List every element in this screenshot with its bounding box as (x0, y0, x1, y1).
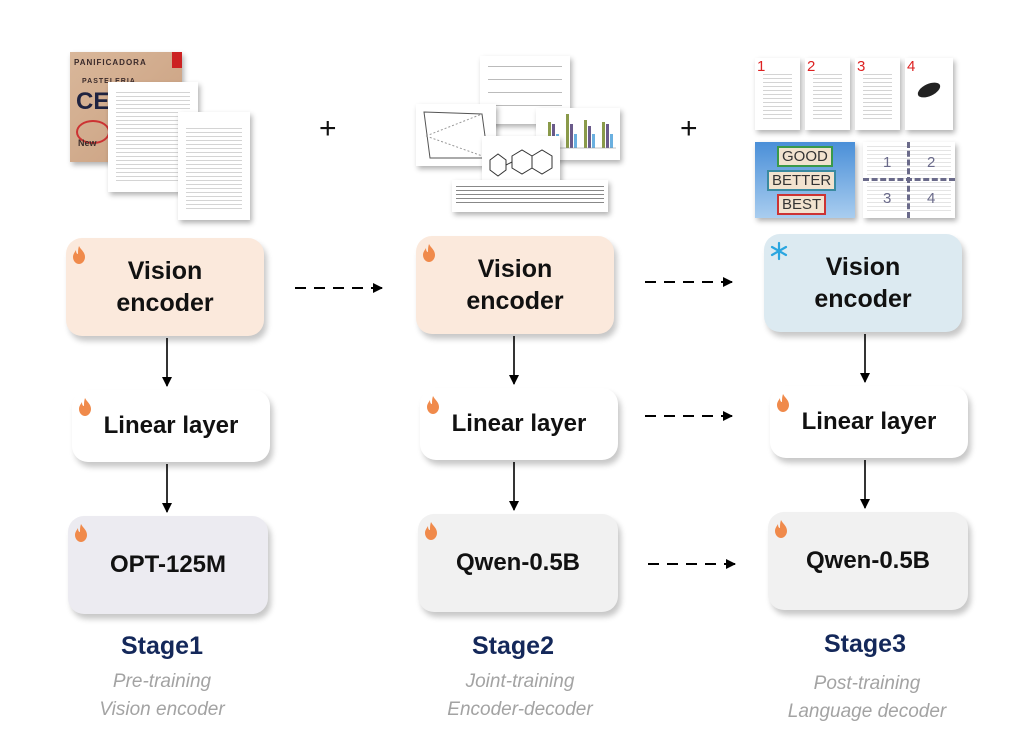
multipage-doc-4: 4 (905, 58, 953, 130)
stage2-decoder: Qwen-0.5B (418, 514, 618, 612)
stage3-vision-encoder: Vision encoder (764, 234, 962, 332)
sheet-music (452, 180, 608, 212)
stage2-data-images (412, 56, 627, 226)
plus-sign-2: + (680, 112, 698, 145)
split-page-document: 1 2 3 4 (863, 142, 955, 218)
page-number: 3 (857, 58, 866, 75)
label-line: Vision (477, 255, 553, 283)
linear-layer-label: Linear layer (451, 410, 587, 437)
page-number: 1 (757, 58, 766, 75)
page-number: 4 (907, 58, 916, 75)
decoder-label: OPT-125M (109, 551, 227, 578)
stage3-decoder: Qwen-0.5B (768, 512, 968, 610)
fire-icon (775, 520, 787, 538)
text-lines (116, 92, 190, 182)
subtitle-line: Post-training (813, 673, 921, 694)
fire-icon (73, 246, 85, 264)
stage1-decoder: OPT-125M (68, 516, 268, 614)
multipage-doc-2: 2 (805, 58, 850, 130)
stage3-linear-layer: Linear layer (770, 386, 968, 458)
label-line: encoder (814, 285, 912, 313)
stage1-linear-layer: Linear layer (72, 390, 270, 462)
chinese-text-document (178, 112, 250, 220)
stage1-data-images: PANIFICADORA PASTELERIA CE New (70, 52, 255, 232)
red-corner (172, 52, 182, 68)
sign-text: PASTELERIA (82, 78, 136, 85)
text-lines (763, 74, 792, 120)
fire-icon (425, 522, 437, 540)
label-line: Vision (825, 253, 901, 281)
staff-lines (456, 186, 604, 206)
sign-word-best: BEST (777, 194, 827, 215)
label-line: encoder (116, 289, 214, 317)
subtitle-line: Pre-training (112, 671, 212, 692)
decoder-label: Qwen-0.5B (805, 547, 931, 574)
subtitle-line: Encoder-decoder (447, 699, 593, 720)
stage1-title: Stage1 (121, 632, 203, 660)
linear-layer-label: Linear layer (103, 412, 239, 439)
snowflake-icon (770, 241, 788, 261)
subtitle-line: Joint-training (465, 671, 575, 692)
text-lines (186, 128, 242, 210)
stage2-linear-layer: Linear layer (420, 388, 618, 460)
sign-text: New (78, 138, 97, 148)
stage2-vision-encoder: Vision encoder (416, 236, 614, 334)
stage3-title: Stage3 (824, 630, 906, 658)
fire-icon (423, 244, 435, 262)
text-lines (863, 74, 892, 120)
multipage-doc-3: 3 (855, 58, 900, 130)
plus-sign-1: + (319, 112, 337, 145)
decoder-label: Qwen-0.5B (455, 549, 581, 576)
fire-icon (79, 398, 91, 416)
text-lines (813, 74, 842, 120)
stage1-vision-encoder: Vision encoder (66, 238, 264, 336)
molecule-drawing (489, 149, 553, 177)
stage2-title: Stage2 (472, 632, 554, 660)
stage3-data-images: 1 2 3 4 GOOD BETTER BEST 1 2 3 4 (755, 58, 960, 218)
sign-word-good: GOOD (777, 146, 833, 167)
quadrant-number: 3 (883, 190, 892, 207)
page-number: 2 (807, 58, 816, 75)
sign-text: CE (76, 88, 110, 115)
vision-encoder-label: Vision encoder (116, 255, 213, 319)
fire-icon (427, 396, 439, 414)
fire-icon (75, 524, 87, 542)
formula-lines (488, 66, 562, 114)
quadrant-number: 2 (927, 154, 936, 171)
vision-encoder-label: Vision encoder (466, 253, 563, 317)
sign-text: PANIFICADORA (74, 58, 147, 67)
quadrant-number: 4 (927, 190, 936, 207)
fire-icon (777, 394, 789, 412)
subtitle-line: Language decoder (787, 701, 947, 722)
scatter-blob (915, 79, 943, 101)
label-line: encoder (466, 287, 564, 315)
sign-word-better: BETTER (767, 170, 837, 191)
quadrant-number: 1 (883, 154, 892, 171)
dashed-divider-horizontal (863, 178, 955, 181)
subtitle-line: Vision encoder (99, 699, 225, 720)
linear-layer-label: Linear layer (801, 408, 937, 435)
multipage-doc-1: 1 (755, 58, 800, 130)
vision-encoder-label: Vision encoder (814, 251, 911, 315)
label-line: Vision (127, 257, 203, 285)
good-better-best-sign: GOOD BETTER BEST (755, 142, 855, 218)
